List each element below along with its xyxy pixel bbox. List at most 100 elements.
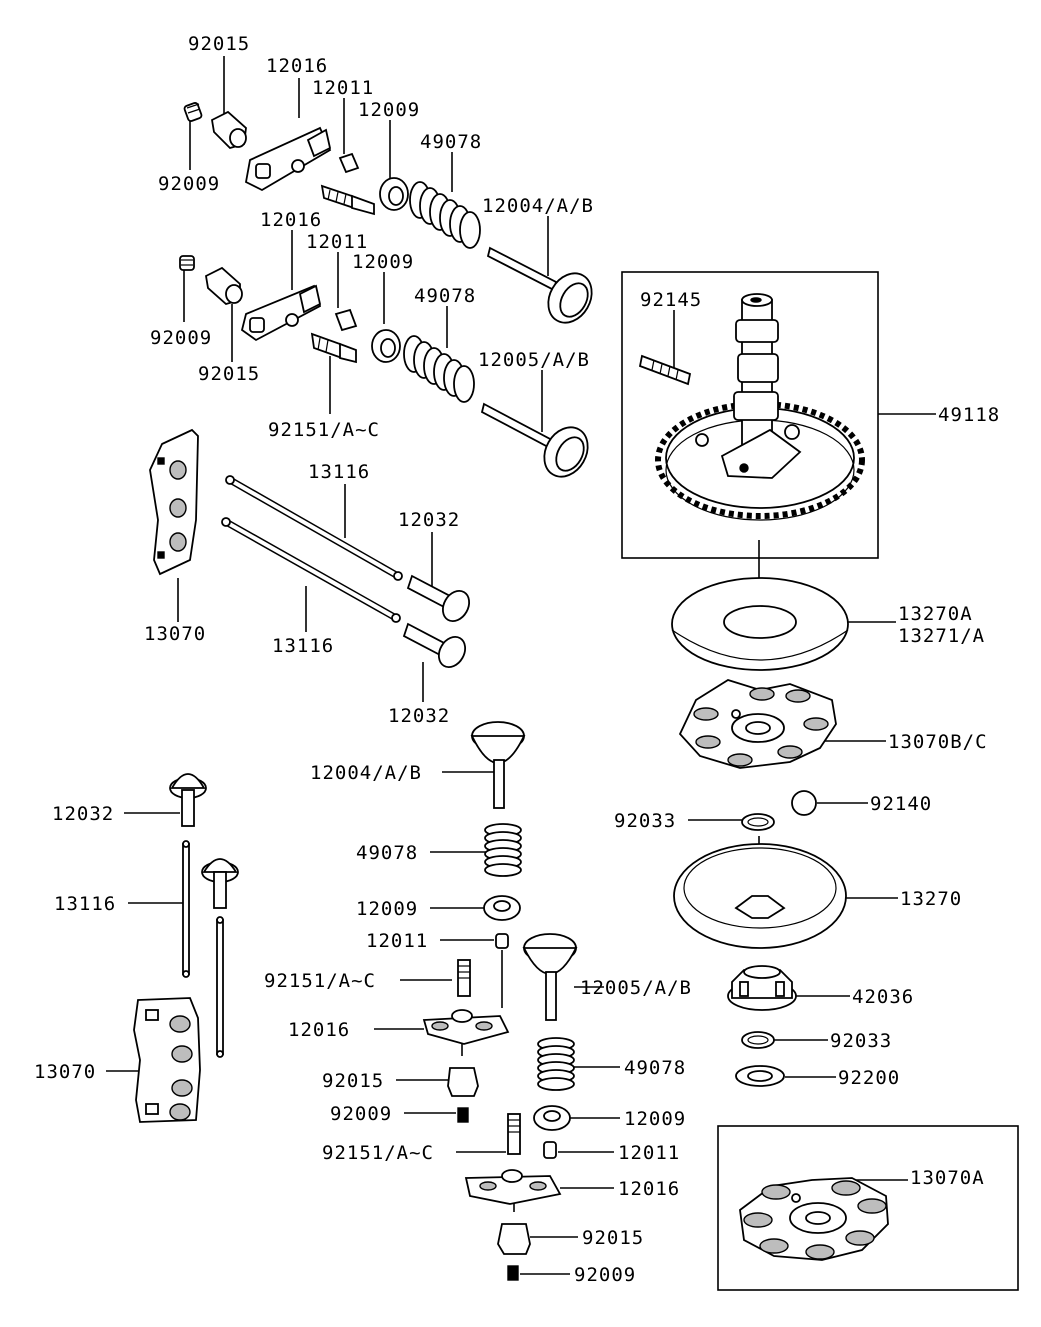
label-12016: 12016 [266,55,328,77]
label-13070b-c: 13070B/C [888,731,988,753]
tappet-part [406,574,471,622]
label-13070: 13070 [34,1061,96,1083]
intake-valve-part [486,246,593,324]
label-92145: 92145 [640,289,702,311]
label-92200: 92200 [838,1067,900,1089]
pivot-stud-part [320,184,375,216]
leader-lines [106,56,936,1275]
top-rocker-cluster [183,102,593,324]
label-92151-a-c: 92151/A~C [264,970,376,992]
push-rod-part [225,475,403,581]
label-12032: 12032 [398,509,460,531]
lock-nut-part [447,1067,479,1097]
push-rod-part [182,840,190,978]
valve-spring-part [484,823,522,877]
rocker-arm-part [244,126,332,192]
rocker-arm-part [240,284,322,342]
label-13271-a: 13271/A [898,625,985,647]
intake-valve-part [470,721,526,809]
rocker-plate-part [133,997,201,1123]
label-13116: 13116 [54,893,116,915]
valve-cap-part [338,152,360,174]
spring-retainer-part [379,177,409,211]
label-49078: 49078 [356,842,418,864]
label-49078: 49078 [624,1057,686,1079]
circlip-part [741,1031,775,1049]
label-92015: 92015 [582,1227,644,1249]
valve-spring-part [403,335,475,403]
washer-part [735,1065,785,1087]
label-92033: 92033 [614,810,676,832]
adjust-screw-part [457,1107,469,1123]
governor-plate-box [717,1125,1019,1291]
push-rod-part [221,517,401,623]
label-49078: 49078 [414,285,476,307]
label-12009: 12009 [624,1108,686,1130]
label-12011: 12011 [306,231,368,253]
part-number-labels: 92015 12016 12011 12009 49078 92009 1200… [34,33,999,1286]
lock-nut-part [211,110,247,150]
label-92140: 92140 [870,793,932,815]
label-13070: 13070 [144,623,206,645]
label-12016: 12016 [288,1019,350,1041]
lock-nut-part [497,1223,531,1255]
label-12032: 12032 [52,803,114,825]
second-rocker-cluster [179,255,589,478]
label-92009: 92009 [158,173,220,195]
governor-cup-part [673,843,847,949]
label-12005-a-b: 12005/A/B [478,349,590,371]
label-13116: 13116 [308,461,370,483]
pivot-stud-part [310,332,357,364]
steel-ball-part [791,790,817,816]
adjust-screw-part [179,255,195,271]
valve-spring-part [537,1037,575,1091]
adjust-screw-part [507,1265,519,1281]
label-92009: 92009 [330,1103,392,1125]
lock-nut-part [205,266,243,306]
label-12011: 12011 [312,77,374,99]
label-12016: 12016 [618,1178,680,1200]
exhaust-valve-part [522,933,578,1021]
rocker-plate-part [149,428,199,576]
tappet-part [402,622,467,668]
label-92151-a-c: 92151/A~C [322,1142,434,1164]
valve-cap-part [495,933,509,949]
valve-cap-part [334,308,358,332]
label-12009: 12009 [352,251,414,273]
label-92015: 92015 [188,33,250,55]
spring-retainer-part [533,1105,571,1131]
label-92009: 92009 [574,1264,636,1286]
label-12004-a-b: 12004/A/B [310,762,422,784]
valve-spring-part [409,181,481,249]
valve-cap-part [543,1141,557,1159]
adjust-screw-part [183,102,203,122]
label-12004-a-b: 12004/A/B [482,195,594,217]
spring-retainer-part [483,895,521,921]
pivot-stud-part [457,959,471,997]
governor-sleeve-part [727,965,797,1011]
label-12011: 12011 [618,1142,680,1164]
label-13116: 13116 [272,635,334,657]
label-12005-a-b: 12005/A/B [580,977,692,999]
exhaust-valve-part [480,402,589,478]
label-13070a: 13070A [910,1167,985,1189]
camshaft-assembly-box [621,271,879,559]
label-42036: 42036 [852,986,914,1008]
label-92015: 92015 [322,1070,384,1092]
camshaft-gear-part [638,293,865,521]
label-12032: 12032 [388,705,450,727]
label-92033: 92033 [830,1030,892,1052]
label-92015: 92015 [198,363,260,385]
label-13270: 13270 [900,888,962,910]
thrust-washer-part [671,577,849,671]
label-13270a: 13270A [898,603,973,625]
governor-plate-alt-part [739,1177,889,1261]
rocker-arm-part [464,1169,562,1205]
governor-plate-part [678,679,837,769]
pivot-stud-part [507,1113,521,1155]
label-12009: 12009 [356,898,418,920]
tappet-part [201,858,239,909]
spring-retainer-part [371,329,401,363]
rocker-arm-part [422,1009,510,1045]
